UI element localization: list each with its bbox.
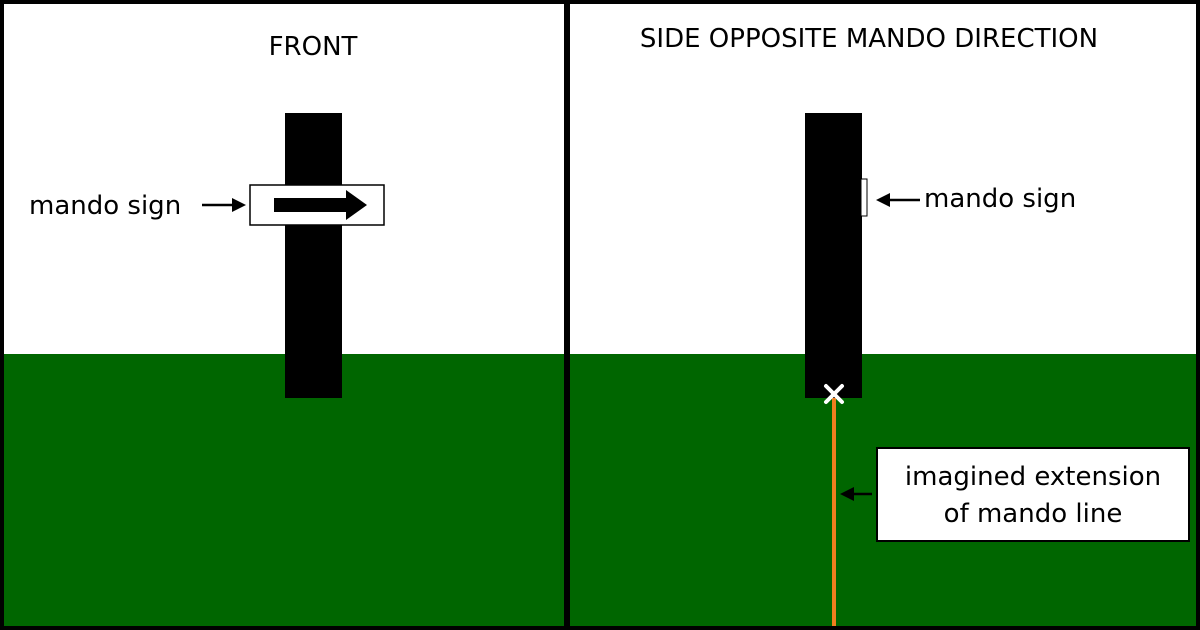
front-post (285, 113, 342, 398)
side-title: SIDE OPPOSITE MANDO DIRECTION (640, 24, 1098, 54)
callout-pointer-arrow (840, 487, 872, 501)
right-arrow-icon (274, 190, 367, 220)
side-mando-sign (860, 178, 868, 217)
callout-line-1: imagined extension (905, 462, 1161, 492)
side-panel: SIDE OPPOSITE MANDO DIRECTION mando sign… (570, 2, 1198, 628)
side-sign-label: mando sign (924, 184, 1076, 214)
side-sky (570, 2, 1198, 354)
extension-callout: imagined extension of mando line (876, 447, 1190, 542)
front-mando-sign (249, 184, 385, 226)
front-sky (2, 2, 566, 354)
arrow-head-icon (232, 198, 246, 212)
side-post (805, 113, 862, 398)
side-sign-pointer-arrow (876, 193, 920, 207)
arrow-head-icon (840, 487, 854, 501)
front-panel: FRONT mando sign (2, 2, 566, 628)
front-sign-pointer-arrow (202, 198, 246, 212)
callout-line-2: of mando line (944, 499, 1123, 529)
x-mark-icon (824, 384, 844, 404)
front-title: FRONT (269, 32, 358, 62)
front-sign-label: mando sign (29, 191, 181, 221)
front-ground (2, 354, 566, 628)
arrow-head-icon (876, 193, 890, 207)
callout-box (876, 447, 1190, 542)
